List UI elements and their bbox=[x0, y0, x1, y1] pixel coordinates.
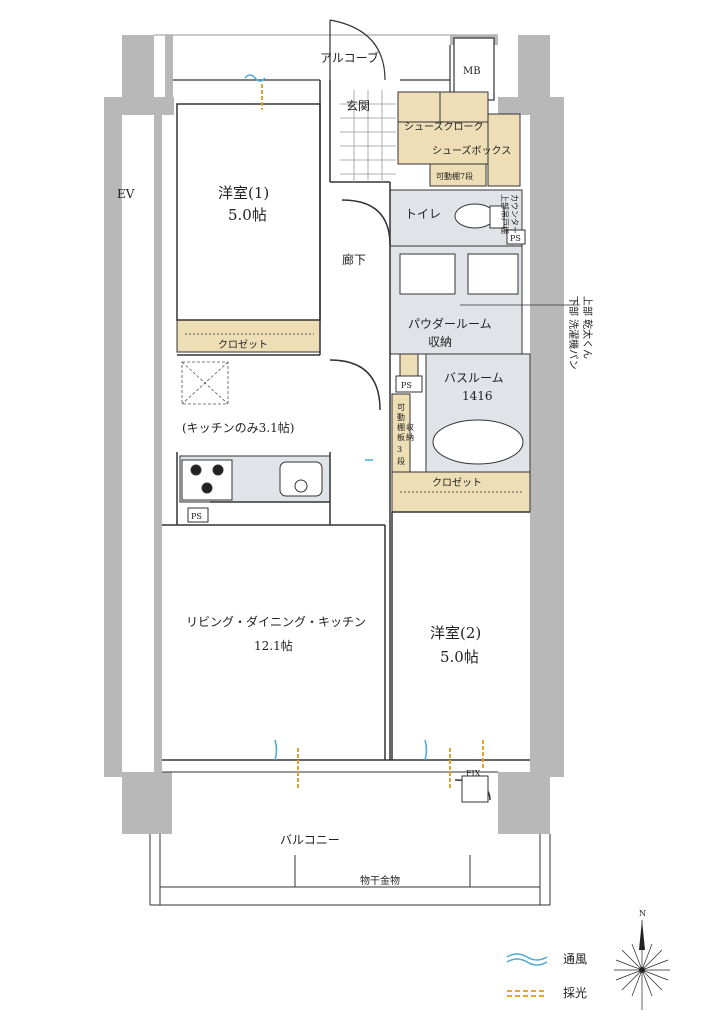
ldk-size: 12.1帖 bbox=[254, 638, 293, 653]
western1-name: 洋室(1) bbox=[218, 184, 269, 202]
ldk-name: リビング・ダイニング・キッチン bbox=[186, 614, 366, 629]
toilet-label: トイレ bbox=[405, 207, 441, 221]
ev-label: EV bbox=[117, 187, 135, 201]
movable-shelf-3-c5: 3 bbox=[397, 445, 402, 454]
shoe-box-label: シューズボックス bbox=[432, 144, 511, 157]
movable-shelf-3-c4: 板 bbox=[397, 432, 405, 442]
entrance-steps bbox=[340, 90, 396, 182]
counter-label: カウンター bbox=[510, 194, 519, 234]
ventilation-swatch bbox=[506, 952, 548, 966]
inspection-hatch bbox=[181, 361, 229, 405]
movable-shelf-3-c6: 段 bbox=[397, 456, 405, 466]
legend-ventilation: 通風 bbox=[505, 950, 587, 967]
daylight-markers bbox=[261, 84, 484, 790]
movable-shelf-7-label: 可動棚7段 bbox=[436, 171, 473, 181]
daylight-swatch bbox=[507, 989, 547, 997]
dryer-note-2: 下部 洗濯機パン bbox=[567, 296, 580, 370]
balcony bbox=[149, 771, 551, 906]
closet-rails bbox=[185, 333, 524, 493]
dryer-note-1: 上部 乾太くん bbox=[581, 296, 594, 359]
corridor-label: 廊下 bbox=[342, 252, 366, 267]
ventilation-markers bbox=[244, 74, 428, 761]
closet1-label: クロゼット bbox=[218, 339, 268, 351]
ps2-label: PS bbox=[401, 381, 412, 390]
laundry-hanger-label: 物干金物 bbox=[360, 874, 400, 887]
legend-daylight-label: 採光 bbox=[563, 986, 588, 1000]
upper-cabinet-label: 上部吊戸棚 bbox=[500, 194, 510, 234]
closet2-label: クロゼット bbox=[432, 477, 482, 489]
alcove-area bbox=[154, 19, 498, 101]
kitchen-only-label: (キッチンのみ3.1帖) bbox=[182, 420, 294, 435]
structure-walls bbox=[104, 35, 564, 834]
storage-blocks bbox=[176, 91, 531, 513]
shoe-cloak-label: シューズクローク bbox=[404, 120, 484, 133]
legend-daylight: 採光 bbox=[505, 984, 587, 1001]
storage2-c2: 納 bbox=[406, 432, 414, 442]
movable-shelf-3-c2: 動 bbox=[397, 413, 405, 422]
storage-label: 収納 bbox=[428, 335, 452, 349]
western2-name: 洋室(2) bbox=[430, 624, 481, 642]
interior-walls bbox=[162, 80, 530, 801]
storage2-c1: 収 bbox=[406, 422, 414, 432]
entrance-label: 玄関 bbox=[346, 98, 370, 113]
fix-label: FIX bbox=[466, 769, 481, 778]
movable-shelf-3-c1: 可 bbox=[397, 403, 405, 412]
western1-size: 5.0帖 bbox=[228, 206, 267, 224]
ps1-label: PS bbox=[510, 234, 521, 243]
western2-size: 5.0帖 bbox=[440, 648, 479, 666]
legend-ventilation-label: 通風 bbox=[563, 952, 588, 966]
compass: N bbox=[614, 909, 670, 1010]
bathroom-size: 1416 bbox=[462, 389, 493, 403]
ps3-label: PS bbox=[191, 512, 202, 521]
bathroom-name: バスルーム bbox=[444, 371, 504, 385]
balcony-label: バルコニー bbox=[280, 833, 340, 847]
powder-room-label: パウダールーム bbox=[408, 316, 492, 331]
compass-north-label: N bbox=[639, 909, 646, 918]
alcove-label: アルコーブ bbox=[320, 50, 379, 65]
fixtures bbox=[181, 203, 526, 803]
movable-shelf-3-c3: 棚 bbox=[397, 422, 405, 432]
mb-label: MB bbox=[463, 66, 481, 77]
